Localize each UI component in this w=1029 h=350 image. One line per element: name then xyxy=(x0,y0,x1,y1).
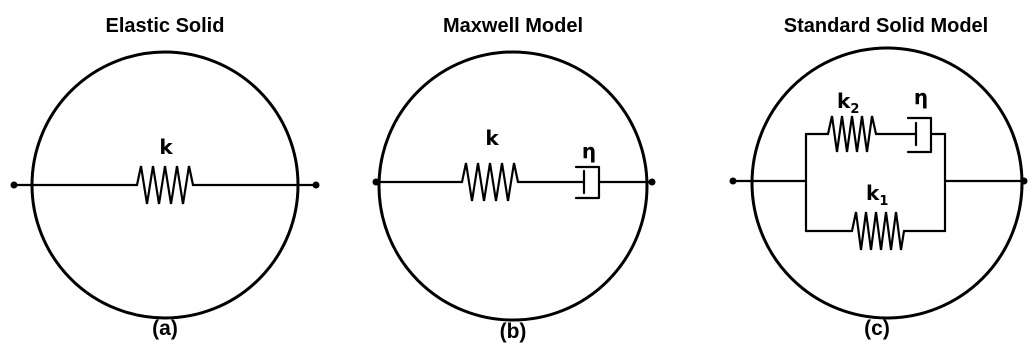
panel-a-right-terminal xyxy=(312,181,320,189)
panel-a-title: Elastic Solid xyxy=(106,15,225,37)
panel-elastic-solid: Elastic Solid k (a) xyxy=(10,15,320,340)
panel-b-spring-label: k xyxy=(485,126,499,150)
panel-b-boundary-circle xyxy=(377,50,649,322)
panel-c-bottom-spring-label: k1 xyxy=(866,181,888,209)
panel-a-caption: (a) xyxy=(152,317,178,340)
panel-standard-solid-model: Standard Solid Model k2 η k1 (c) xyxy=(729,15,1028,340)
panel-b-right-terminal xyxy=(648,178,656,186)
panel-c-boundary-circle xyxy=(750,46,1024,320)
panel-a-spring xyxy=(135,165,195,205)
panel-b-dashpot-label: η xyxy=(582,139,596,163)
panel-c-caption: (c) xyxy=(864,317,890,340)
panel-a-spring-label: k xyxy=(159,135,173,159)
panel-c-dashpot-label: η xyxy=(914,85,928,109)
panel-c-title: Standard Solid Model xyxy=(784,15,988,37)
panel-c-top-spring-label-base: k xyxy=(837,89,851,113)
panel-c-top-spring xyxy=(826,115,878,153)
panel-b-caption: (b) xyxy=(500,320,527,343)
panel-c-left-terminal xyxy=(729,177,737,185)
panel-c-bottom-spring xyxy=(850,211,906,251)
panel-c-top-spring-label-subscript: 2 xyxy=(850,102,859,117)
panel-c-right-terminal xyxy=(1020,177,1028,185)
panel-b-left-terminal xyxy=(372,178,380,186)
panel-c-bottom-spring-label-base: k xyxy=(866,181,880,205)
panel-c-top-spring-label: k2 xyxy=(837,89,859,117)
panel-c-bottom-spring-label-subscript: 1 xyxy=(879,194,888,209)
panel-a-left-terminal xyxy=(10,181,18,189)
panel-b-spring xyxy=(460,162,520,202)
panel-maxwell-model: Maxwell Model k η (b) xyxy=(372,15,656,343)
panel-b-title: Maxwell Model xyxy=(443,15,583,37)
